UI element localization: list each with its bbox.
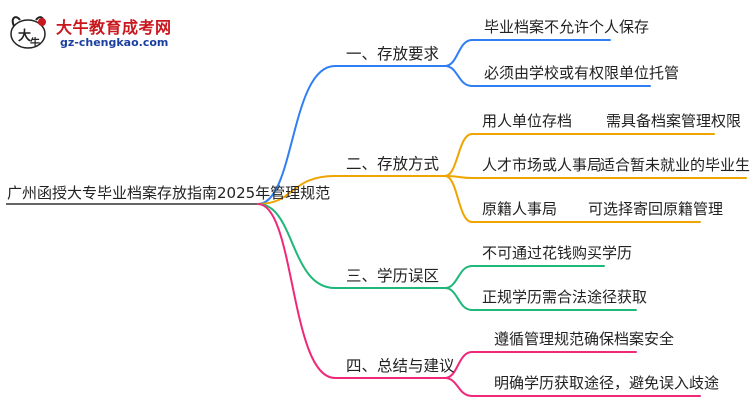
branch-4-connectors (257, 203, 701, 397)
leaf-2-1-detail: 需具备档案管理权限 (606, 112, 742, 130)
leaf-2-2: 人才市场或人事局 (482, 156, 603, 174)
branch-2-label: 二、存放方式 (346, 155, 440, 173)
leaf-3-1: 不可通过花钱购买学历 (482, 244, 633, 262)
svg-text:大: 大 (18, 28, 31, 44)
branch-3-label: 三、学历误区 (346, 267, 440, 285)
leaf-3-2: 正规学历需合法途径获取 (482, 288, 648, 306)
branch-3-connectors (257, 203, 637, 311)
leaf-1-1: 毕业档案不允许个人保存 (484, 18, 650, 36)
logo-url: gz-chengkao.com (60, 36, 169, 49)
leaf-4-2: 明确学历获取途径，避免误入歧途 (494, 374, 720, 392)
logo-brand-name: 大牛教育成考网 (56, 18, 172, 37)
svg-text:牛: 牛 (30, 36, 40, 49)
leaf-2-1: 用人单位存档 (482, 112, 573, 130)
bull-mascot-icon: 大 牛 (10, 16, 46, 49)
leaf-4-1: 遵循管理规范确保档案安全 (494, 330, 675, 348)
root-node: 广州函授大专毕业档案存放指南2025年管理规范 (7, 184, 331, 202)
branch-1-connectors (257, 39, 651, 205)
branch-4-label: 四、总结与建议 (346, 357, 455, 375)
leaf-1-2: 必须由学校或有权限单位托管 (484, 64, 680, 82)
branch-1-label: 一、存放要求 (346, 45, 440, 63)
site-logo[interactable]: 大 牛 大牛教育成考网 gz-chengkao.com (8, 10, 198, 54)
leaf-2-3-detail: 可选择寄回原籍管理 (588, 200, 724, 218)
leaf-2-2-detail: 适合暂未就业的毕业生 (600, 156, 750, 174)
branch-2-connectors (257, 133, 747, 223)
leaf-2-3: 原籍人事局 (482, 200, 558, 218)
